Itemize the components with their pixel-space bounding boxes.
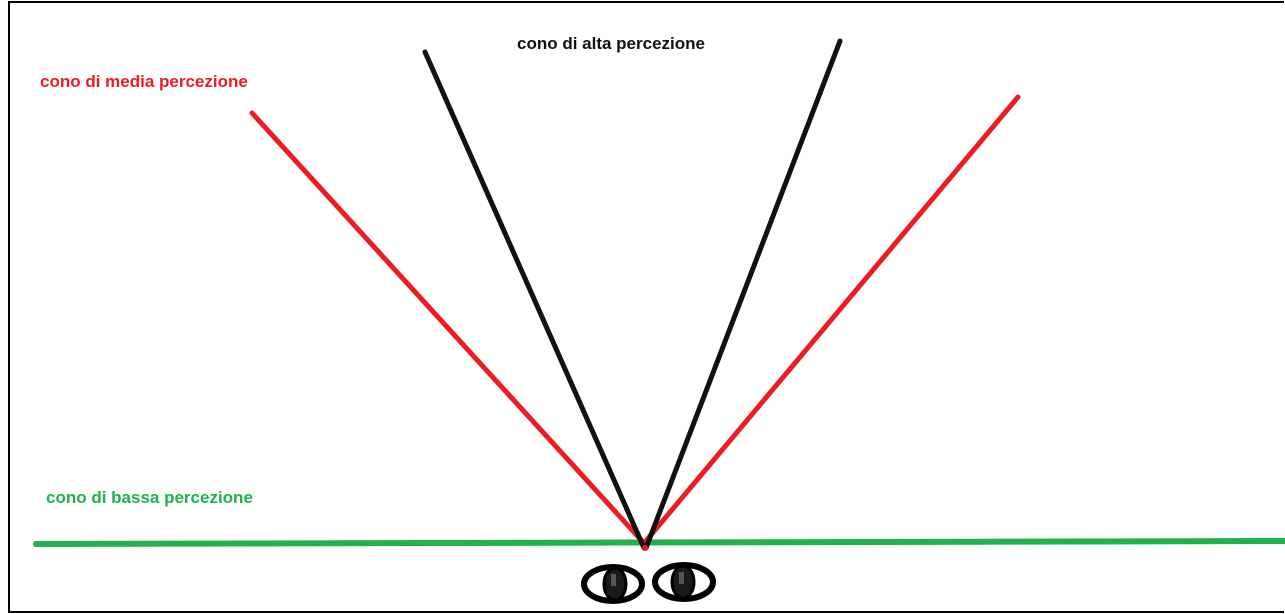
medium-cone-right-line — [642, 94, 1021, 545]
low-perception-label: cono di bassa percezione — [46, 488, 253, 507]
medium-cone-left-line — [249, 110, 646, 545]
left-eye-icon — [581, 564, 645, 604]
eyes-icon — [581, 562, 716, 604]
high-cone-right-line — [643, 38, 843, 551]
right-eye-icon — [652, 562, 716, 602]
high-perception-label: cono di alta percezione — [517, 34, 705, 53]
medium-perception-label: cono di media percezione — [40, 72, 248, 91]
high-cone-left-line — [422, 49, 647, 551]
cone-apex-dot — [642, 545, 648, 551]
low-perception-line — [33, 538, 1285, 547]
